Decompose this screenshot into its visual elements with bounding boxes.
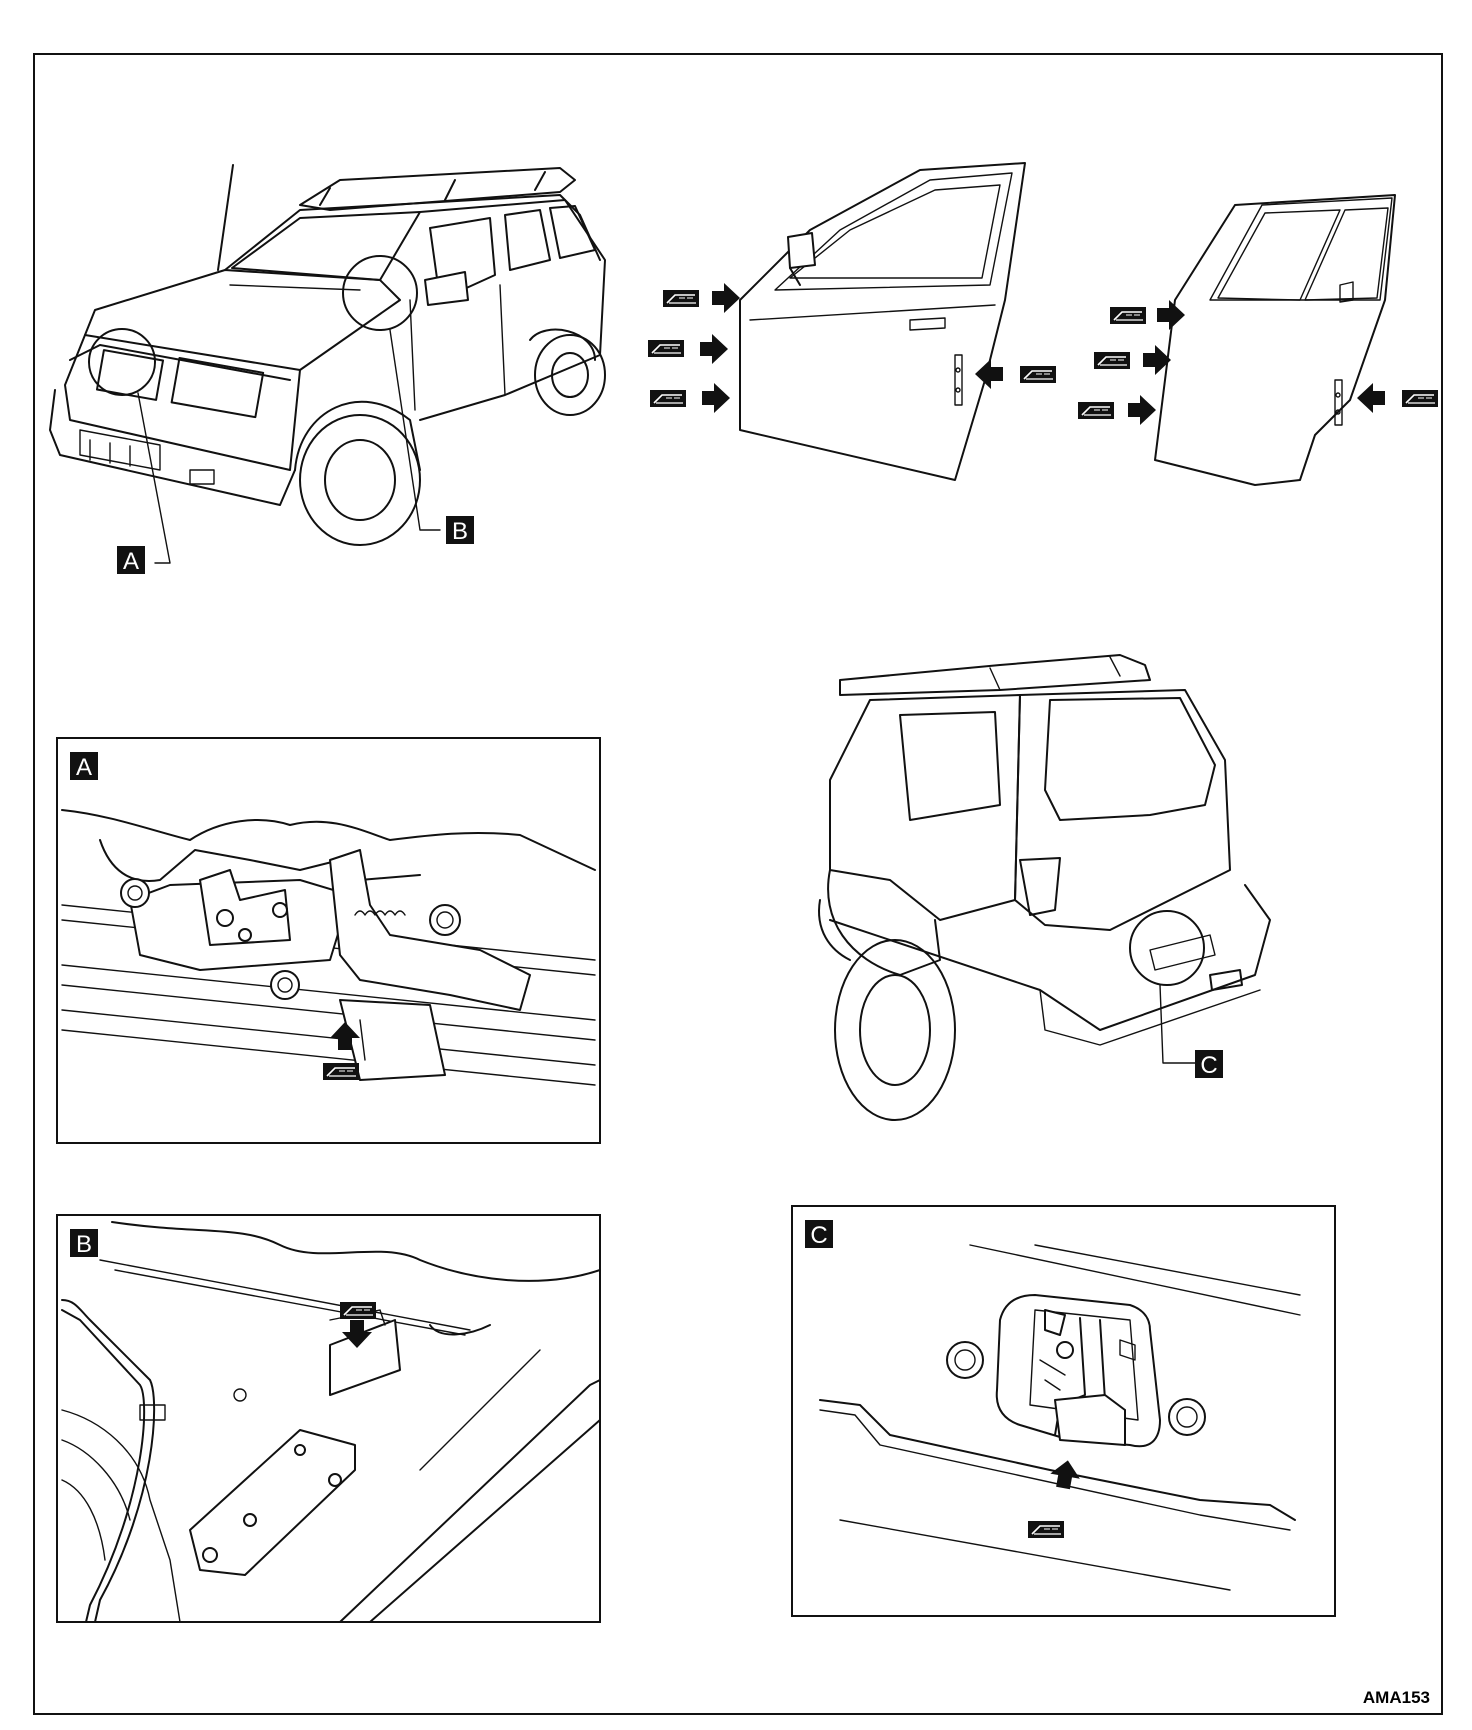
detail-b-panel: B — [56, 1214, 601, 1623]
front-door-view — [739, 162, 1026, 481]
detail-c-panel: C — [791, 1205, 1336, 1617]
rear-door-lube-right — [1357, 383, 1439, 413]
svg-text:A: A — [76, 754, 92, 781]
svg-text:B: B — [452, 518, 468, 545]
grease-symbol-icon — [1109, 306, 1147, 325]
rear-vehicle-view — [818, 654, 1271, 1121]
grease-symbol-icon — [1093, 351, 1131, 370]
svg-text:C: C — [1200, 1052, 1217, 1079]
arrow-icon — [712, 283, 740, 313]
grease-symbol-icon — [1401, 389, 1439, 408]
detail-a-panel: A — [56, 737, 601, 1144]
grease-symbol-icon — [649, 389, 687, 408]
grease-symbol-icon — [1027, 1520, 1065, 1539]
arrow-icon — [702, 383, 730, 413]
svg-text:A: A — [123, 548, 139, 575]
grease-symbol-icon — [1077, 401, 1115, 420]
front-door-lube-left — [647, 283, 740, 413]
rear-door-lube-left — [1077, 300, 1185, 425]
arrow-icon — [700, 334, 728, 364]
grease-symbol-icon — [647, 339, 685, 358]
svg-text:B: B — [76, 1231, 92, 1258]
arrow-icon — [1157, 300, 1185, 330]
front-vehicle-view — [49, 164, 606, 564]
grease-symbol-icon — [322, 1062, 360, 1081]
callout-a: A — [117, 546, 145, 575]
grease-symbol-icon — [1019, 365, 1057, 384]
svg-text:C: C — [810, 1222, 827, 1249]
callout-c: C — [1195, 1050, 1223, 1079]
callout-b: B — [446, 516, 474, 545]
figure-code: AMA153 — [1363, 1688, 1430, 1707]
arrow-icon — [1357, 383, 1385, 413]
figure-frame — [33, 53, 1443, 1715]
arrow-icon — [1128, 395, 1156, 425]
rear-door-view — [1154, 194, 1396, 486]
arrow-icon — [975, 359, 1003, 389]
grease-symbol-icon — [662, 289, 700, 308]
grease-symbol-icon — [339, 1301, 377, 1320]
front-door-lube-right — [975, 359, 1057, 389]
